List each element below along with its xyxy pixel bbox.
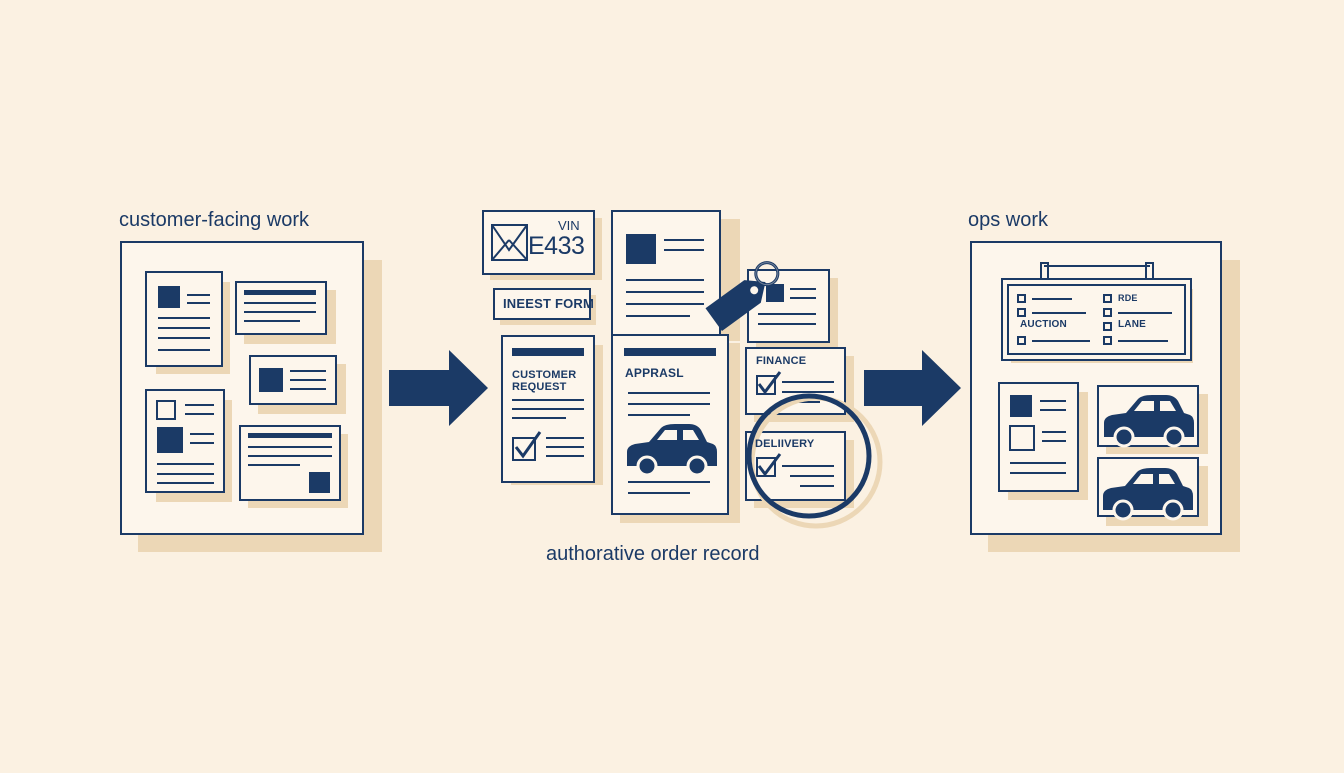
ops-board-cell-auction: AUCTION [1020,319,1067,330]
customer-request-line2: REQUEST [512,381,567,393]
order-record-cluster [482,210,883,529]
arrow-right-icon [389,350,488,426]
left-heading: customer-facing work [119,209,310,231]
customer-facing-panel [120,241,382,552]
vin-label: VIN [558,218,580,233]
magnifier-circle-icon [746,393,883,529]
customer-request-line1: CUSTOMER [512,369,577,381]
price-tag-icon [705,261,780,331]
right-heading: ops work [968,209,1049,231]
ops-panel [970,241,1240,552]
delivery-label: DELIIVERY [755,438,815,450]
finance-label: FINANCE [756,355,807,367]
vin-code: E433 [528,232,585,260]
ops-board-cell-rde: RDE [1118,293,1138,303]
checkbox-checked-icon [756,371,782,395]
bottom-caption: authorative order record [546,543,760,565]
envelope-icon [491,224,528,261]
ops-board-cell-lane: LANE [1118,319,1147,330]
ineest-form-label: INEEST FORM [503,296,595,311]
checkbox-checked-icon [512,431,542,461]
checkbox-checked-icon [756,453,782,477]
arrow-right-icon [864,350,961,426]
appraisal-label: APPRASL [625,366,684,380]
